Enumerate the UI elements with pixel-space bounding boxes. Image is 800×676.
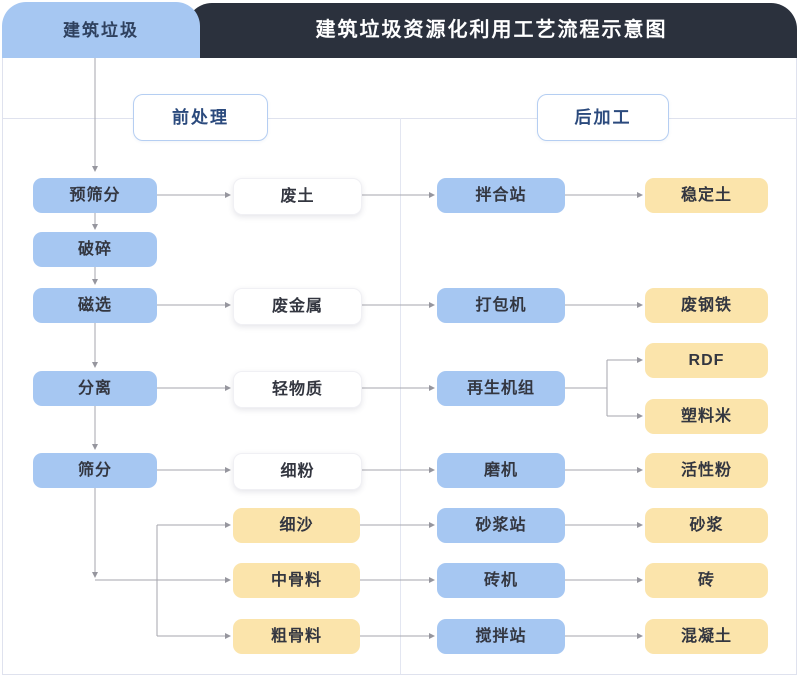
node-active-powder: 活性粉 xyxy=(645,453,768,488)
node-mortar: 砂浆 xyxy=(645,508,768,543)
node-magnetic-separation: 磁选 xyxy=(33,288,157,323)
node-scrap-steel: 废钢铁 xyxy=(645,288,768,323)
node-pre-screening: 预筛分 xyxy=(33,178,157,213)
diagram-title: 建筑垃圾资源化利用工艺流程示意图 xyxy=(186,3,797,58)
node-agitation-plant: 搅拌站 xyxy=(437,619,565,654)
node-baler: 打包机 xyxy=(437,288,565,323)
frame-top-line xyxy=(2,118,796,119)
node-crushing: 破碎 xyxy=(33,232,157,267)
node-waste-metal: 废金属 xyxy=(233,288,362,325)
node-separation: 分离 xyxy=(33,371,157,406)
source-tab-construction-waste: 建筑垃圾 xyxy=(2,2,200,58)
node-mortar-plant: 砂浆站 xyxy=(437,508,565,543)
column-divider-line xyxy=(400,118,401,674)
content-frame xyxy=(2,58,797,675)
node-medium-aggregate: 中骨料 xyxy=(233,563,360,598)
section-label-postprocessing: 后加工 xyxy=(537,94,669,141)
node-light-material: 轻物质 xyxy=(233,371,362,408)
section-label-pretreatment: 前处理 xyxy=(133,94,268,141)
node-regeneration-unit: 再生机组 xyxy=(437,371,565,406)
node-coarse-aggregate: 粗骨料 xyxy=(233,619,360,654)
node-stabilized-soil: 稳定土 xyxy=(645,178,768,213)
node-waste-soil: 废土 xyxy=(233,178,362,215)
node-plastic-pellets: 塑料米 xyxy=(645,399,768,434)
node-screening: 筛分 xyxy=(33,453,157,488)
node-rdf: RDF xyxy=(645,343,768,378)
node-fine-powder: 细粉 xyxy=(233,453,362,490)
node-brick: 砖 xyxy=(645,563,768,598)
node-mill: 磨机 xyxy=(437,453,565,488)
node-mixing-plant: 拌合站 xyxy=(437,178,565,213)
node-fine-sand: 细沙 xyxy=(233,508,360,543)
node-brick-machine: 砖机 xyxy=(437,563,565,598)
node-concrete: 混凝土 xyxy=(645,619,768,654)
